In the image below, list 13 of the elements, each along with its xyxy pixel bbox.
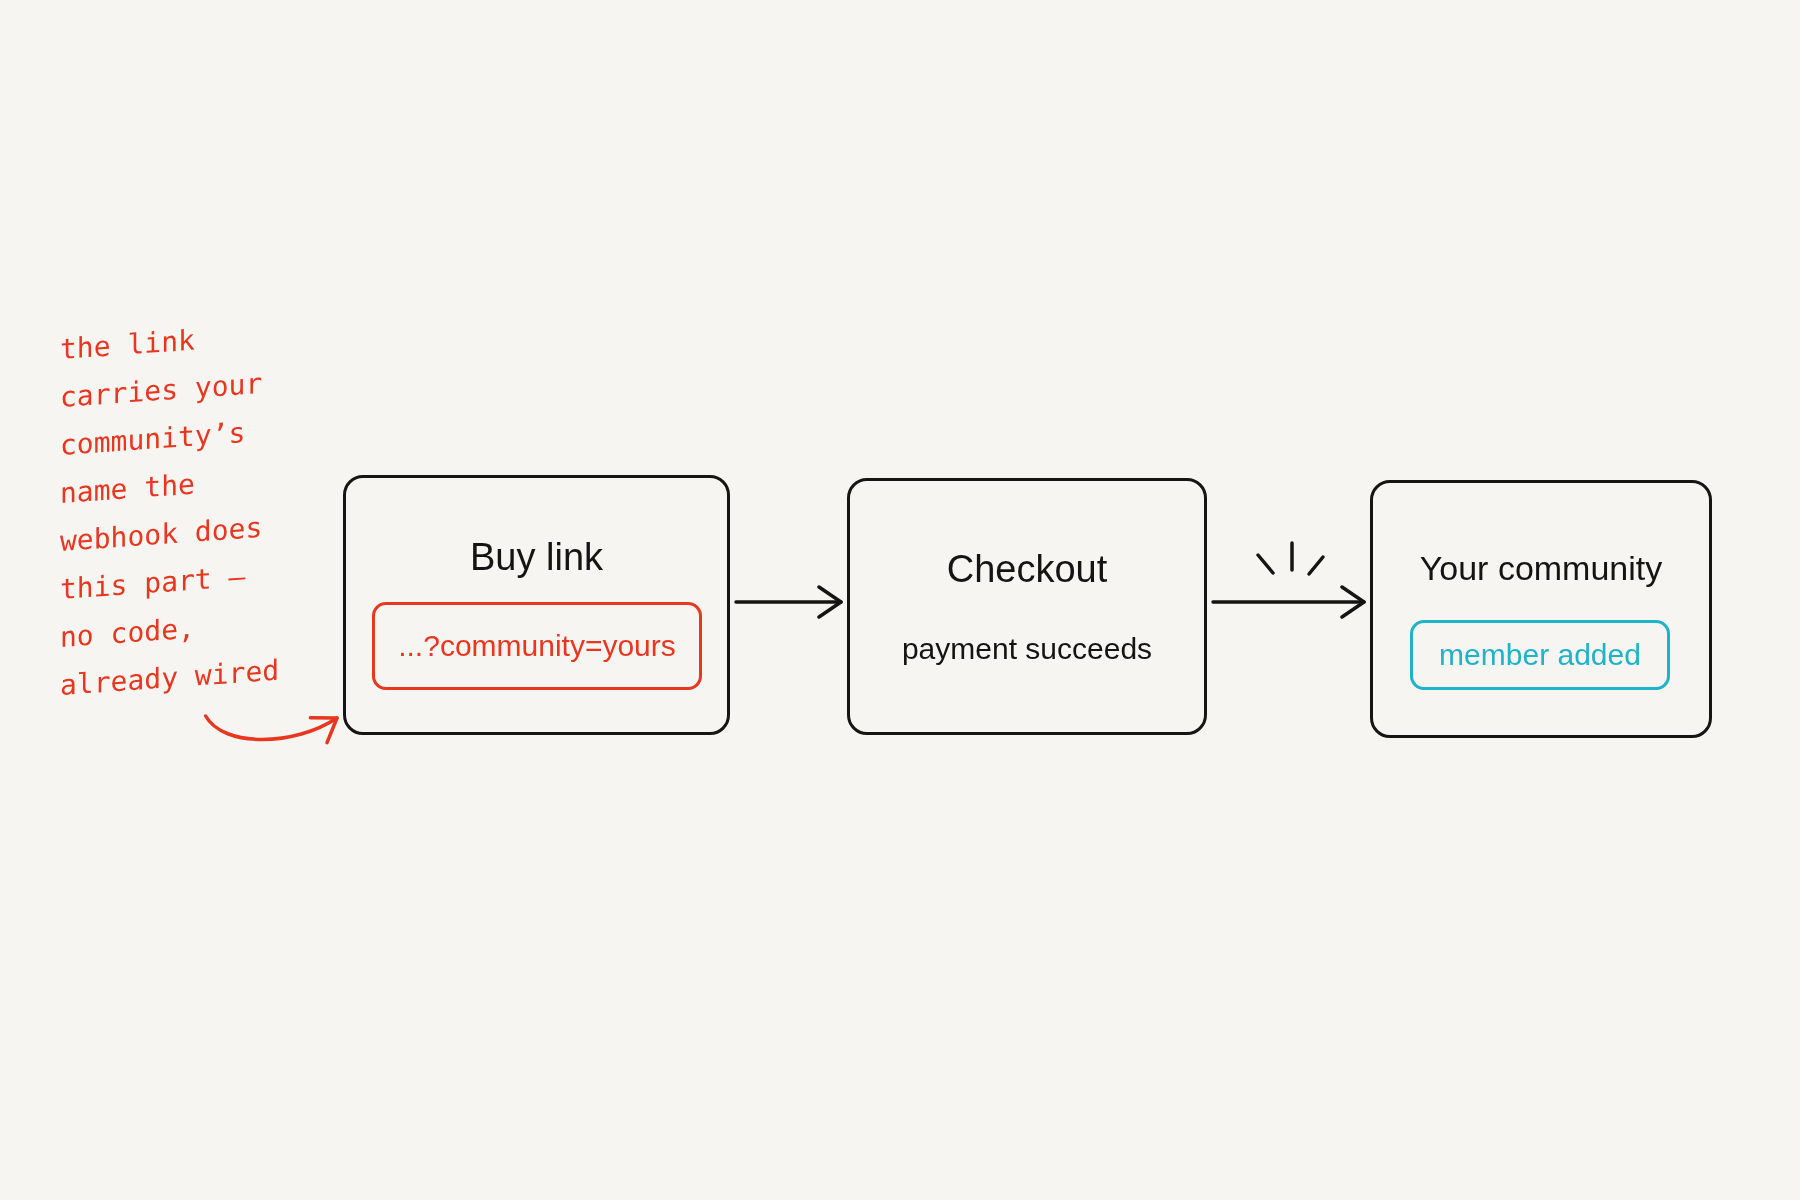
arrow (1211, 585, 1366, 619)
box-title: Your community (1419, 549, 1663, 589)
box-title: Checkout (946, 548, 1108, 592)
handwritten-note: the link carries your community’s name the webhook does this part – no code, already wired (60, 310, 288, 710)
process-box (343, 475, 730, 735)
curved-arrow (203, 714, 339, 744)
process-box (847, 478, 1207, 735)
box-subtitle: payment succeeds (901, 631, 1153, 667)
process-box (1370, 480, 1712, 738)
arrow (734, 585, 843, 619)
box-title: Buy link (469, 536, 604, 580)
status-tag: member added (1410, 620, 1670, 690)
query-string-tag: ...?community=yours (372, 602, 702, 690)
